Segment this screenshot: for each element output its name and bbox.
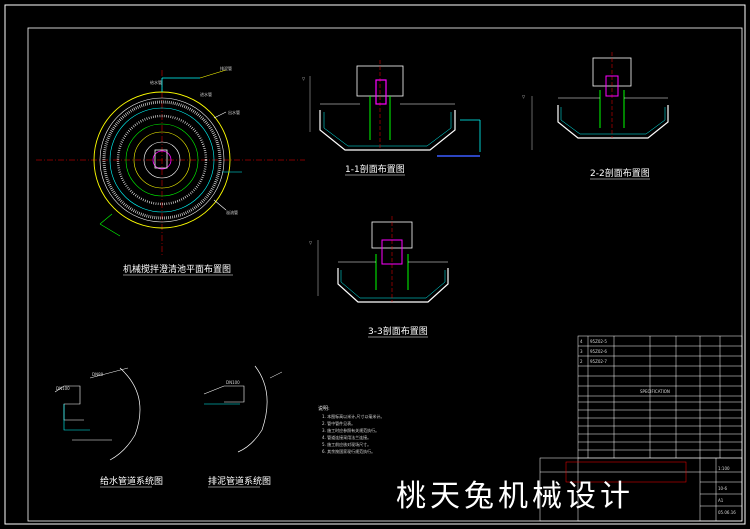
date-value: 05.06.16 [718,510,736,515]
svg-text:溢流管: 溢流管 [226,209,238,215]
ref-row: 95Z02-6 [590,349,607,354]
size-value: A1 [718,498,724,503]
ref-row: 95Z02-7 [590,359,607,364]
sheet-border [4,4,746,525]
bom-row-no: 2 [580,359,583,364]
plan-view-title: 机械搅拌澄清池平面布置图 [123,263,231,275]
svg-text:▽: ▽ [522,94,526,99]
note-line: 2. 管中管件见表。 [322,420,355,426]
svg-text:DN100: DN100 [56,386,70,391]
section-3-3-title: 3-3剖面布置图 [368,325,428,337]
sludge-pipe-title: 排泥管道系统图 [208,475,271,487]
svg-text:排泥管: 排泥管 [220,65,232,71]
svg-text:▽: ▽ [309,240,313,245]
inner-border [27,27,743,522]
svg-text:DN100: DN100 [226,380,240,385]
section-2-2: ▽ [522,52,669,150]
section-1-1: ▽ [302,60,481,157]
plan-view: 给水管 排泥管 进水管 出水管 溢流管 [36,65,305,255]
note-line: 4. 管道连接采用法兰连接。 [322,434,371,440]
svg-text:进水管: 进水管 [200,91,212,97]
svg-text:出水管: 出水管 [228,109,240,115]
title-block [539,335,743,522]
section-1-1-title: 1-1剖面布置图 [345,163,405,175]
red-stamp [565,461,687,483]
watermark-text: 桃天兔机械设计 [396,479,634,514]
water-supply-title: 给水管道系统图 [100,475,163,487]
note-line: 6. 其余按国家现行规范执行。 [322,448,375,454]
ref-row: 95Z02-5 [590,339,607,344]
notes-heading: 说明: [318,405,330,412]
bom-row-no: 4 [580,339,583,344]
note-line: 3. 施工时应参照有关规范执行。 [322,427,379,433]
section-2-2-title: 2-2剖面布置图 [590,167,650,179]
svg-text:▽: ▽ [302,76,306,81]
svg-text:DN80: DN80 [92,372,104,377]
note-line: 5. 施工前应核对现场尺寸。 [322,441,371,447]
note-line: 1. 本图标高以米计,尺寸以毫米计。 [322,413,384,419]
section-3-3: ▽ [309,216,449,303]
scale-value: 1:100 [718,466,730,471]
bom-row-no: 3 [580,349,583,354]
svg-text:给水管: 给水管 [150,79,162,85]
sheet-value: 10-6 [718,486,728,491]
notes-block: 说明: 1. 本图标高以米计,尺寸以毫米计。 2. 管中管件见表。 3. 施工时… [318,405,384,454]
spec-header: SPECIFICATION [640,389,670,394]
sludge-pipe-diagram: DN100 [203,365,283,453]
water-supply-diagram: DN100 DN80 [54,367,141,461]
